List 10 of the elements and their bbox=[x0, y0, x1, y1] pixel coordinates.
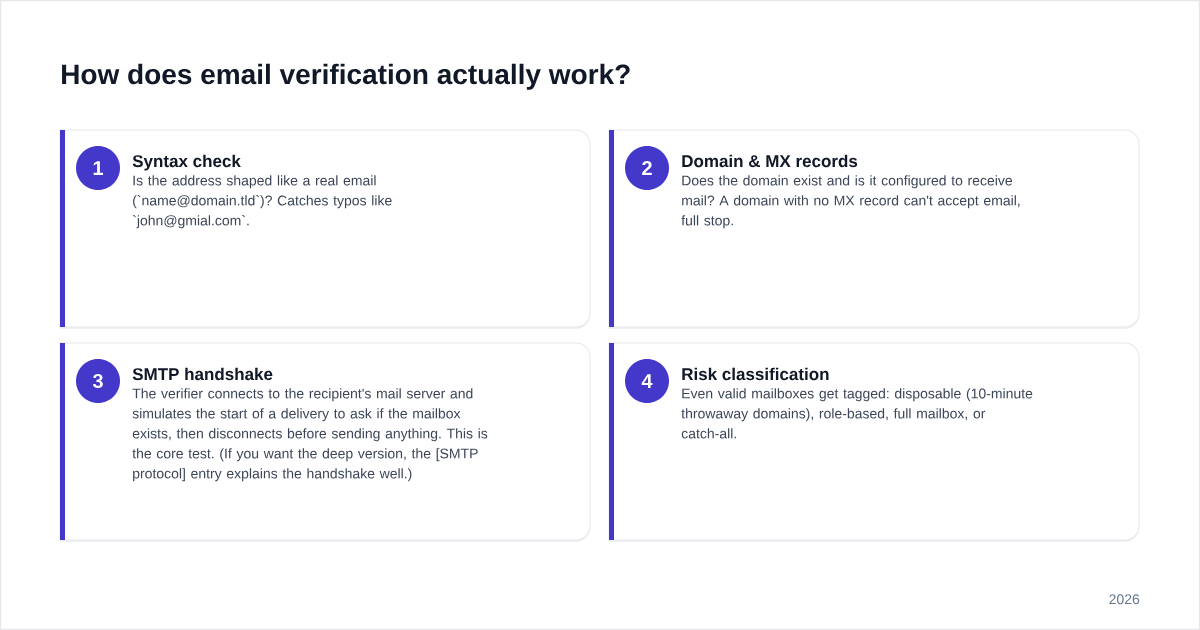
card-description: Is the address shaped like a real email (`name@domain.tld`)? Catches typos like `john@gmial.com`. bbox=[132, 175, 392, 229]
title: How does email verification actually work? bbox=[62, 63, 630, 90]
card-description: The verifier connects to the recipient's mail server and simulates the start of a delivery to ask if the mailbox exists, then disconnects before sending anything. This is the core test. (If you want the deep version, the [SMTP protocol] entry explains the handshake well.) bbox=[132, 388, 488, 482]
year-label: 2026 bbox=[1109, 594, 1140, 605]
card-heading: SMTP handshake bbox=[132, 367, 273, 381]
card-description: Even valid mailboxes get tagged: disposable (10-minute throwaway domains), role-based, full mailbox, or catch-all. bbox=[681, 388, 1033, 439]
card-description: Does the domain exist and is it configured to receive mail? A domain with no MX record can't accept email, full stop. bbox=[681, 175, 1020, 229]
card-heading: Syntax check bbox=[132, 154, 241, 171]
card-heading: Risk classification bbox=[682, 367, 829, 381]
card-heading: Domain & MX records bbox=[682, 154, 858, 168]
